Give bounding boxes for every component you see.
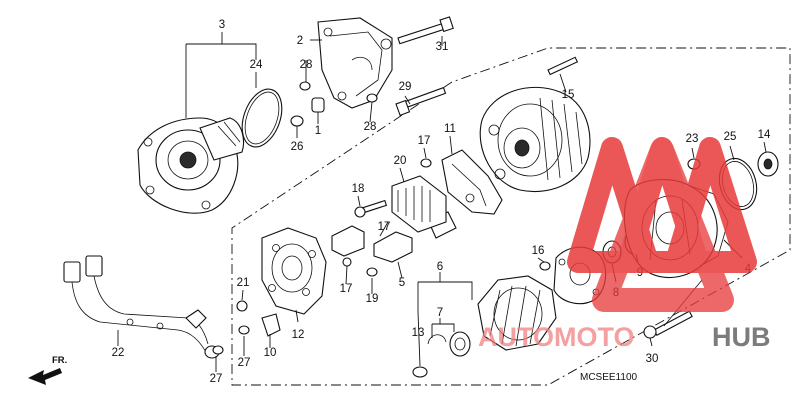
pin-28-upper xyxy=(299,81,311,91)
regulator-part xyxy=(391,175,447,233)
callout-17-middle: 17 xyxy=(378,221,391,233)
callout-31: 31 xyxy=(436,41,449,53)
connector-block xyxy=(331,225,365,257)
bolt-21 xyxy=(236,300,248,312)
washer-27-left xyxy=(212,345,224,355)
callout-12: 12 xyxy=(292,329,305,341)
callout-7: 7 xyxy=(437,307,443,319)
collar-1 xyxy=(311,97,325,113)
washer-26 xyxy=(290,115,304,127)
diagram-code: MCSEE1100 xyxy=(580,372,638,383)
bolt-31 xyxy=(397,16,454,45)
callout-numbers: 1 2 3 4 5 6 7 8 9 10 11 12 13 14 15 16 1… xyxy=(112,19,771,385)
callout-13: 13 xyxy=(412,327,425,339)
callout-2: 2 xyxy=(297,35,303,47)
bolt-29 xyxy=(395,86,447,116)
callout-27-right: 27 xyxy=(238,357,251,369)
terminal-bracket-5 xyxy=(373,231,413,263)
callout-3: 3 xyxy=(219,19,225,31)
leader-lines xyxy=(117,32,767,372)
screw-16 xyxy=(539,261,551,271)
bearing-13 xyxy=(412,366,428,378)
direction-label: FR. xyxy=(52,355,67,366)
rear-cover-part xyxy=(261,227,327,315)
alternator-housing-part xyxy=(479,86,591,193)
front-direction-indicator: FR. xyxy=(28,355,67,385)
pin-28-lower xyxy=(366,93,378,103)
callout-21: 21 xyxy=(237,277,250,289)
callout-29: 29 xyxy=(399,81,412,93)
stud-15 xyxy=(547,56,579,76)
callout-11: 11 xyxy=(444,123,456,135)
cover-plate-part xyxy=(317,17,393,109)
callout-20: 20 xyxy=(394,155,407,167)
watermark-brand-primary: AUTOMOTO xyxy=(478,322,635,352)
callout-14: 14 xyxy=(758,129,771,141)
callout-26: 26 xyxy=(291,141,304,153)
callout-28-upper: 28 xyxy=(300,59,313,71)
rotor-assembly-part xyxy=(427,275,557,357)
screw-18 xyxy=(354,199,388,218)
assembly-frame xyxy=(231,47,791,386)
wire-harness-part xyxy=(63,255,220,359)
grommet-10 xyxy=(261,313,281,337)
callout-5: 5 xyxy=(399,277,405,289)
callout-15: 15 xyxy=(562,89,575,101)
callout-16: 16 xyxy=(532,245,545,257)
screw-17-upper xyxy=(420,158,432,168)
starter-cover-part xyxy=(137,117,245,214)
callout-6: 6 xyxy=(437,261,443,273)
callout-1: 1 xyxy=(315,125,321,137)
callout-30: 30 xyxy=(646,353,659,365)
callout-19: 19 xyxy=(366,293,379,305)
callout-17-upper: 17 xyxy=(418,135,431,147)
callout-28-lower: 28 xyxy=(364,121,377,133)
watermark-brand-secondary: HUB xyxy=(712,322,771,352)
callout-23: 23 xyxy=(686,133,699,145)
screw-17-lower xyxy=(342,257,352,267)
callout-22: 22 xyxy=(112,347,125,359)
callout-17-lower: 17 xyxy=(340,283,353,295)
watermark-logo: AUTOMOTO HUB xyxy=(478,137,771,352)
callout-18: 18 xyxy=(352,183,365,195)
screw-19 xyxy=(366,267,378,277)
warning-triangle-icon xyxy=(567,137,757,312)
brush-holder-part xyxy=(427,149,503,239)
washer-27-right xyxy=(238,325,250,335)
callout-25: 25 xyxy=(724,131,737,143)
callout-10: 10 xyxy=(264,347,277,359)
callout-24: 24 xyxy=(250,59,263,71)
bolt-30 xyxy=(643,310,693,339)
arrow-left-icon xyxy=(28,368,62,385)
callout-27-left: 27 xyxy=(210,373,223,385)
